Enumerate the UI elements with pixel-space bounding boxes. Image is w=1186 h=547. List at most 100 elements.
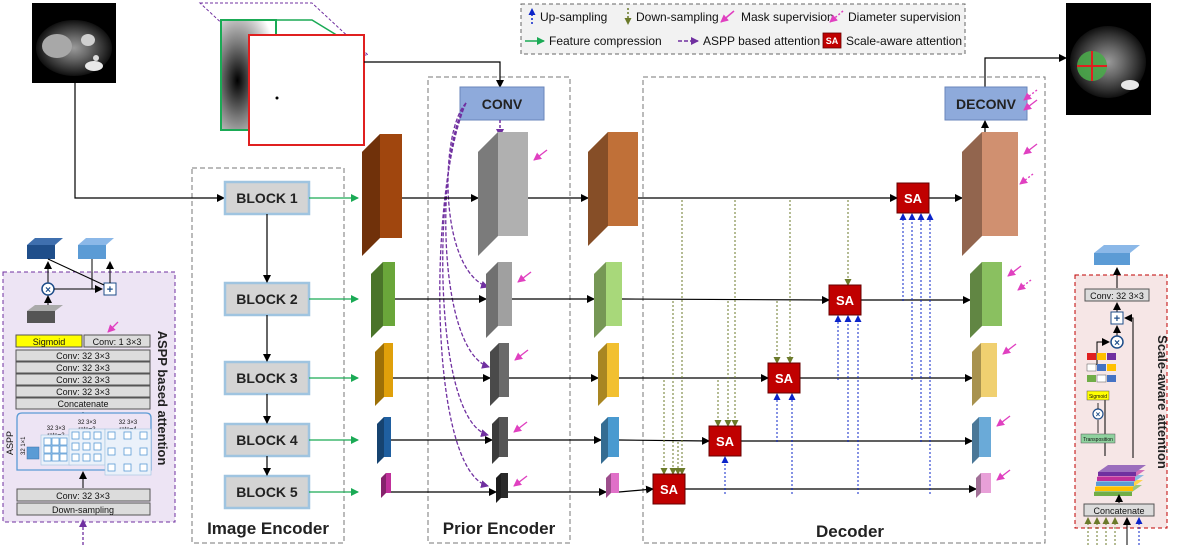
aspp-branch1-kernel (26, 446, 40, 460)
output-mask-supervision-5 (996, 469, 1011, 481)
decoder-frame (642, 76, 1046, 544)
sa-conv (1084, 288, 1150, 302)
aspp-kernel-rate2 (40, 434, 72, 466)
decoder-title: Decoder (816, 522, 884, 541)
legend-up-sampling: Up-sampling (540, 10, 607, 24)
fused-feature-3 (598, 343, 619, 406)
diameter-supervision-icon (829, 10, 844, 23)
prior-mask-supervision-1 (533, 149, 548, 161)
deconv-diameter-supervision (1023, 89, 1038, 101)
decoder-output-2 (970, 262, 1002, 338)
sa-label-3: SA (775, 371, 794, 386)
aspp-panel: ASPP based attention × + Sigmoid Conv: 1… (2, 238, 176, 545)
aspp-conv-row-4-label: Conv: 32 3×3 (56, 387, 110, 397)
aspp-conv-row-1-label: Conv: 32 3×3 (56, 351, 110, 361)
feature-maps (362, 89, 1038, 503)
legend-down-sampling: Down-sampling (636, 10, 719, 24)
output1-diameter-supervision (1019, 173, 1034, 185)
aspp-down-sampling (16, 502, 151, 516)
prior-mask-supervision-5 (513, 475, 528, 487)
legend-mask-supervision: Mask supervision (741, 10, 834, 24)
sa-module-4: SA (708, 425, 742, 457)
decoder-output-3 (972, 343, 997, 406)
sa-conv-label: Conv: 32 3×3 (1090, 291, 1144, 301)
prior-to-conv-arrow (364, 61, 504, 88)
aspp-branch3-label: 32 3×3 (78, 420, 97, 426)
aspp-conv-row-3 (15, 373, 151, 386)
sa-concatenate (1083, 503, 1155, 517)
sa-module-1: SA (896, 182, 930, 214)
aspp-sigmoid (15, 334, 83, 348)
fused-feature-1 (588, 132, 638, 246)
aspp-concatenate-label: Concatenate (57, 399, 108, 409)
legend-aspp-attention: ASPP based attention (703, 34, 820, 48)
legend-feature-compression: Feature compression (549, 34, 662, 48)
mask-supervision-icon (720, 10, 735, 23)
output-mask-supervision-4 (996, 415, 1011, 427)
svg-text:×: × (45, 285, 51, 296)
prior-feature-2 (486, 262, 512, 338)
sa-panel: Scale-aware attention Conv: 32 3×3 + × S… (1074, 245, 1170, 545)
encoder-feature-3 (375, 343, 393, 406)
deconv-block (944, 86, 1028, 121)
attention-map (27, 311, 55, 323)
decoder-output-1 (962, 132, 1018, 256)
aspp-conv-row-1 (15, 349, 151, 362)
legend-scale-aware: Scale-aware attention (846, 34, 962, 48)
fused-feature-4 (601, 417, 619, 464)
point-prior-map (248, 34, 365, 146)
sa-label-4: SA (716, 434, 735, 449)
deconv-mask-supervision (1023, 99, 1038, 111)
sa-stack-layer-5 (1098, 465, 1146, 472)
aspp-conv1x1-label: Conv: 1 3×3 (93, 337, 142, 347)
block-2-label: BLOCK 2 (236, 291, 298, 307)
sa-modules: SA SA SA SA SA (652, 182, 930, 505)
input-ct-image (32, 3, 116, 83)
fused-to-sa-arrow-2 (621, 295, 830, 304)
aspp-sigmoid-label: Sigmoid (33, 337, 66, 347)
aspp-branch1-label: 32 1×1 (21, 436, 27, 455)
block-5: BLOCK 5 (223, 474, 311, 510)
input-to-block1-arrow (74, 83, 225, 202)
fused-feature-5 (606, 473, 619, 498)
sa-transposition (1080, 433, 1116, 444)
sa-add-icon (1110, 311, 1124, 325)
sa-module-2: SA (828, 284, 862, 316)
sa-sigmoid-label: Sigmoid (1089, 394, 1107, 400)
flow-arrows (263, 194, 977, 496)
aspp-down-sampling-label: Down-sampling (52, 505, 114, 515)
svg-text:×: × (1096, 410, 1101, 419)
image-encoder-frame (191, 167, 345, 544)
block-1: BLOCK 1 (223, 180, 311, 216)
prior-map-stack (198, 2, 370, 146)
aspp-kernel-rate3 (68, 428, 106, 466)
fused-feature-2 (594, 262, 622, 338)
sa-label-5: SA (660, 482, 679, 497)
aspp-label: ASPP (5, 431, 15, 455)
aspp-conv-row-2-label: Conv: 32 3×3 (56, 363, 110, 373)
sa-panel-title: Scale-aware attention (1155, 335, 1170, 469)
aspp-panel-title: ASPP based attention (155, 331, 170, 466)
block-5-label: BLOCK 5 (236, 484, 298, 500)
encoder-feature-5 (381, 473, 391, 498)
aspp-output-feature (27, 245, 55, 259)
prior-feature-4 (492, 417, 508, 464)
prior-mask-supervision-3 (514, 349, 529, 361)
aspp-attention-arrows (439, 102, 490, 489)
image-encoder-title: Image Encoder (207, 519, 329, 538)
deconv-label: DECONV (956, 96, 1017, 112)
block-1-label: BLOCK 1 (236, 190, 298, 206)
sa-transposition-label: Transposition (1083, 437, 1113, 443)
block-2: BLOCK 2 (223, 281, 311, 317)
encoder-feature-2 (371, 262, 395, 338)
conv-block (459, 86, 545, 121)
sa-concatenate-label: Concatenate (1093, 506, 1144, 516)
prior-mask-supervision-4 (513, 421, 528, 433)
block-3-label: BLOCK 3 (236, 370, 298, 386)
output-mask-supervision-2 (1007, 265, 1022, 277)
output-mask-supervision-3 (1002, 343, 1017, 355)
svg-text:×: × (1114, 338, 1120, 349)
prior-feature-1 (478, 132, 528, 256)
